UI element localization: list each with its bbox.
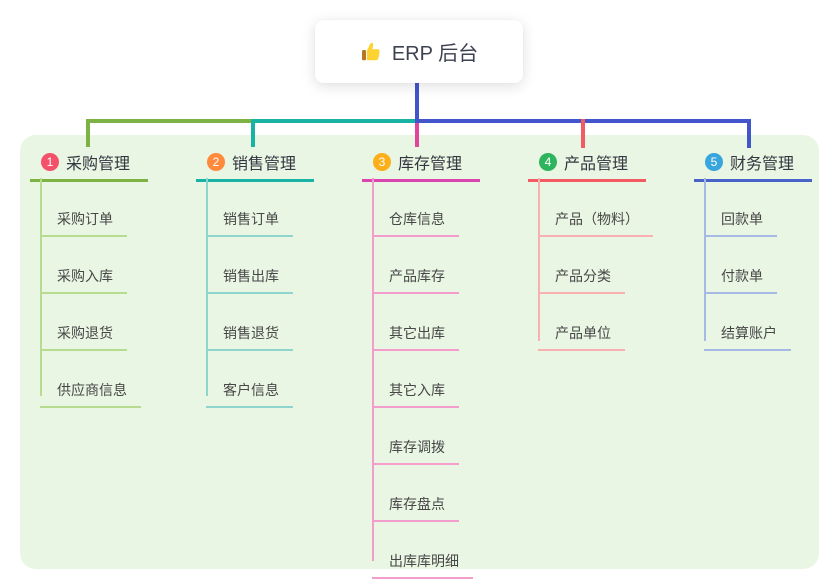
branch-item-list: 采购订单 采购入库 采购退货 供应商信息	[30, 209, 192, 408]
connector-branch4-drop	[581, 119, 585, 148]
list-item: 仓库信息	[372, 209, 459, 237]
list-item: 销售出库	[206, 266, 293, 294]
branch-item-list: 回款单 付款单 结算账户	[694, 209, 839, 351]
list-item: 库存调拨	[372, 437, 459, 465]
branch-header: 5 财务管理	[694, 148, 812, 182]
list-item: 客户信息	[206, 380, 293, 408]
connector-branch2-horizontal	[251, 119, 419, 123]
list-item: 付款单	[704, 266, 777, 294]
list-item: 产品（物料）	[538, 209, 653, 237]
root-label: ERP 后台	[391, 43, 479, 65]
branches-panel	[20, 135, 819, 569]
branch-vertical-line	[538, 178, 540, 341]
branch-number-badge: 3	[373, 153, 391, 171]
list-item: 其它出库	[372, 323, 459, 351]
branch-purchase: 1 采购管理 采购订单 采购入库 采购退货 供应商信息	[30, 148, 192, 408]
connector-branch1-drop	[86, 119, 90, 147]
list-item: 产品分类	[538, 266, 625, 294]
branch-label: 库存管理	[398, 156, 463, 173]
list-item: 其它入库	[372, 380, 459, 408]
branch-inventory: 3 库存管理 仓库信息 产品库存 其它出库 其它入库 库存调拨 库存盘点 出库库…	[362, 148, 524, 579]
branch-vertical-line	[704, 178, 706, 341]
branch-label: 财务管理	[730, 156, 795, 173]
thumbs-up-icon	[360, 41, 382, 63]
branch-number-badge: 4	[539, 153, 557, 171]
connector-branch2-drop	[251, 119, 255, 147]
list-item: 销售订单	[206, 209, 293, 237]
branch-vertical-line	[372, 178, 374, 561]
branch-product: 4 产品管理 产品（物料） 产品分类 产品单位	[528, 148, 690, 351]
list-item: 结算账户	[704, 323, 791, 351]
branch-header: 4 产品管理	[528, 148, 646, 182]
connector-branch5-drop	[747, 119, 751, 148]
list-item: 采购入库	[40, 266, 127, 294]
list-item: 采购退货	[40, 323, 127, 351]
list-item: 销售退货	[206, 323, 293, 351]
list-item: 回款单	[704, 209, 777, 237]
branch-vertical-line	[40, 178, 42, 396]
list-item: 库存盘点	[372, 494, 459, 522]
branch-finance: 5 财务管理 回款单 付款单 结算账户	[694, 148, 839, 351]
branch-label: 产品管理	[564, 156, 629, 173]
branch-header: 1 采购管理	[30, 148, 148, 182]
branch-label: 销售管理	[232, 156, 297, 173]
list-item: 产品单位	[538, 323, 625, 351]
branch-number-badge: 2	[207, 153, 225, 171]
connector-root-stem	[415, 82, 419, 122]
branch-sales: 2 销售管理 销售订单 销售出库 销售退货 客户信息	[196, 148, 358, 408]
list-item: 供应商信息	[40, 380, 141, 408]
mindmap-root-node: ERP 后台	[315, 20, 523, 83]
branch-number-badge: 1	[41, 153, 59, 171]
connector-branch1-horizontal	[86, 119, 255, 123]
branch-header: 3 库存管理	[362, 148, 480, 182]
branch-item-list: 产品（物料） 产品分类 产品单位	[528, 209, 690, 351]
branch-label: 采购管理	[66, 156, 131, 173]
branch-header: 2 销售管理	[196, 148, 314, 182]
list-item: 出库库明细	[372, 551, 473, 579]
connector-branch3-drop	[415, 123, 419, 147]
branch-item-list: 销售订单 销售出库 销售退货 客户信息	[196, 209, 358, 408]
branch-number-badge: 5	[705, 153, 723, 171]
branch-vertical-line	[206, 178, 208, 396]
list-item: 采购订单	[40, 209, 127, 237]
list-item: 产品库存	[372, 266, 459, 294]
branch-item-list: 仓库信息 产品库存 其它出库 其它入库 库存调拨 库存盘点 出库库明细	[362, 209, 524, 579]
